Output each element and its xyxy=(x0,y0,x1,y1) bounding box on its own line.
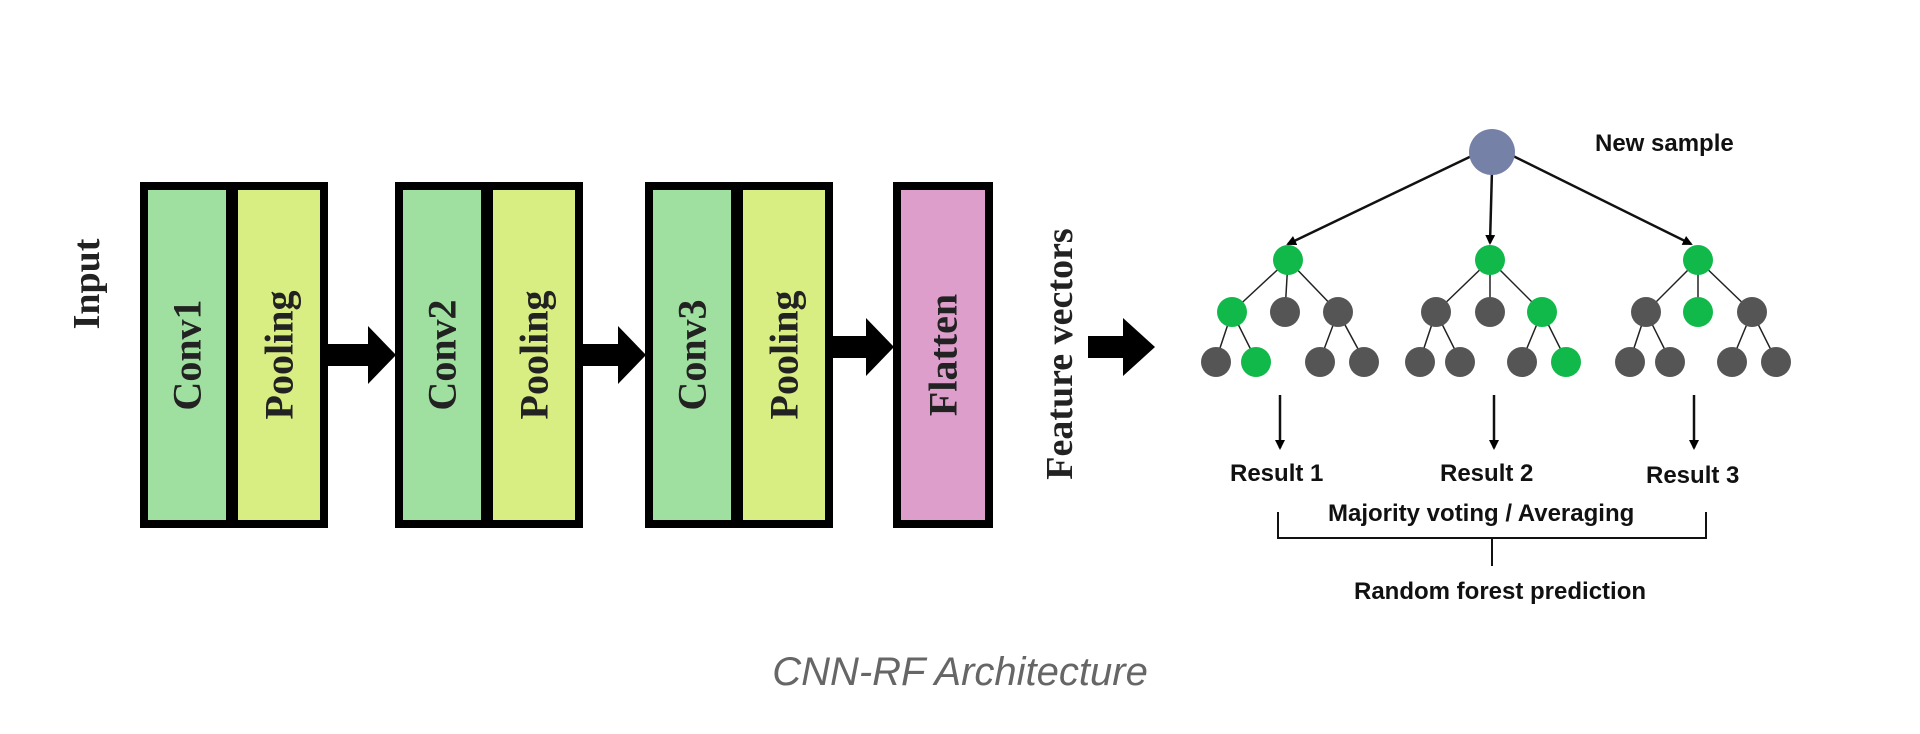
tree1-leaf xyxy=(1305,347,1335,377)
arrow-1 xyxy=(328,326,396,384)
tree1-leaf xyxy=(1349,347,1379,377)
tree1-node xyxy=(1217,297,1247,327)
tree1-node xyxy=(1323,297,1353,327)
tree3-leaf xyxy=(1655,347,1685,377)
prediction-label: Random forest prediction xyxy=(1354,578,1647,605)
tree1-root xyxy=(1273,245,1303,275)
tree2-leaf xyxy=(1507,347,1537,377)
new-sample-node xyxy=(1469,129,1515,175)
new-sample-label: New sample xyxy=(1595,130,1734,157)
result-arrows xyxy=(1275,395,1699,450)
pooling3-layer: Pooling xyxy=(743,190,825,520)
root-edges xyxy=(1286,150,1693,246)
tree1-leaf xyxy=(1241,347,1271,377)
pooling1-layer: Pooling xyxy=(238,190,320,520)
aggregation-bracket xyxy=(1277,512,1707,566)
conv1-layer: Conv1 xyxy=(148,190,226,520)
arrow-4 xyxy=(1088,318,1155,376)
arrow-3 xyxy=(833,318,894,376)
block-arrows xyxy=(328,318,1155,384)
tree2-node xyxy=(1475,297,1505,327)
cnn-block-2: Conv2 Pooling xyxy=(395,182,583,528)
tree3-node xyxy=(1683,297,1713,327)
tree1-node xyxy=(1270,297,1300,327)
arrow-2 xyxy=(583,326,646,384)
result-1-label: Result 1 xyxy=(1230,460,1324,487)
flatten-block: Flatten xyxy=(893,182,993,528)
pooling2-layer: Pooling xyxy=(493,190,575,520)
tree3-leaf xyxy=(1761,347,1791,377)
result-3-label: Result 3 xyxy=(1646,462,1740,489)
figure-caption: CNN-RF Architecture xyxy=(772,650,1148,694)
tree-2 xyxy=(1405,245,1581,377)
conv2-layer: Conv2 xyxy=(403,190,481,520)
aggregation-label: Majority voting / Averaging xyxy=(1328,500,1635,527)
tree2-node xyxy=(1527,297,1557,327)
cnn-block-3: Conv3 Pooling xyxy=(645,182,833,528)
flatten-layer: Flatten xyxy=(901,190,985,520)
tree2-node xyxy=(1421,297,1451,327)
tree2-leaf xyxy=(1551,347,1581,377)
conv3-layer: Conv3 xyxy=(653,190,731,520)
tree3-node xyxy=(1631,297,1661,327)
tree3-leaf xyxy=(1615,347,1645,377)
tree-3 xyxy=(1615,245,1791,377)
result-2-label: Result 2 xyxy=(1440,460,1534,487)
tree3-leaf xyxy=(1717,347,1747,377)
tree2-leaf xyxy=(1445,347,1475,377)
tree3-node xyxy=(1737,297,1767,327)
tree2-leaf xyxy=(1405,347,1435,377)
tree3-root xyxy=(1683,245,1713,275)
tree2-root xyxy=(1475,245,1505,275)
tree1-leaf xyxy=(1201,347,1231,377)
cnn-block-1: Conv1 Pooling xyxy=(140,182,328,528)
tree-1 xyxy=(1201,245,1379,377)
